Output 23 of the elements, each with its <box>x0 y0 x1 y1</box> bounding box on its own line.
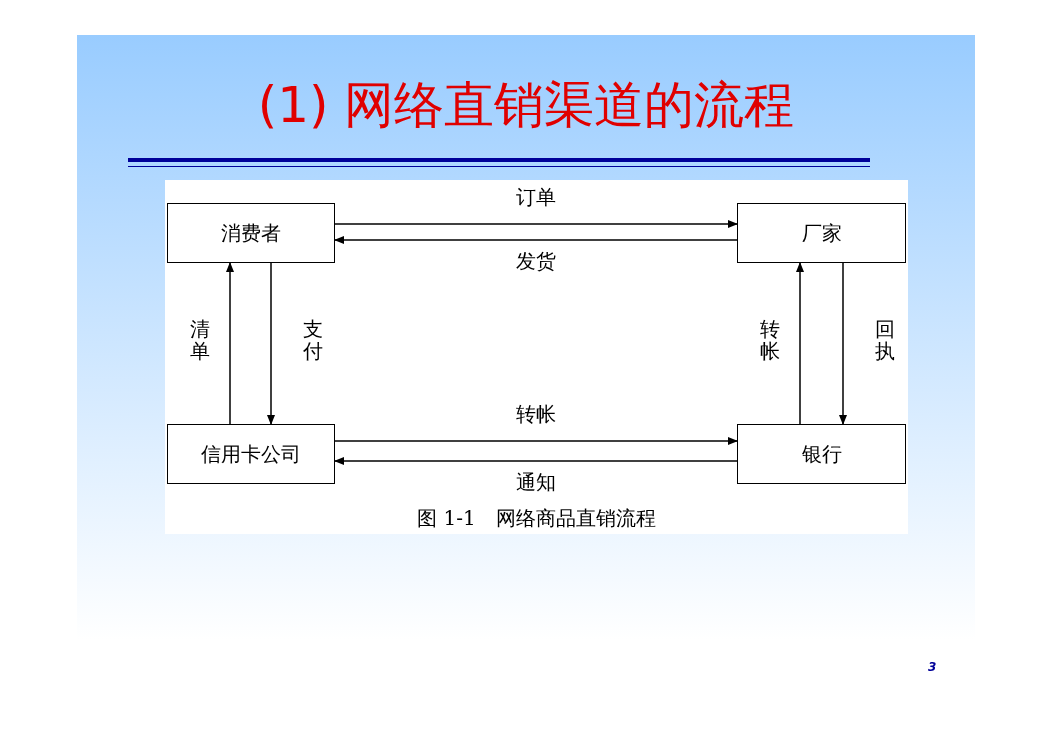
arrow <box>267 262 275 425</box>
edge-label: 发货 <box>516 250 556 272</box>
edge-label: 回执 <box>875 318 895 362</box>
slide-title: (1) 网络直销渠道的流程 <box>256 75 796 136</box>
arrow <box>796 262 804 425</box>
arrow <box>334 457 738 465</box>
arrow <box>839 262 847 425</box>
edge-label: 转帐 <box>760 318 780 362</box>
edge-label: 通知 <box>516 471 556 493</box>
figure-caption: 图 1-1 网络商品直销流程 <box>416 505 657 532</box>
process-box: 消费者 <box>167 203 335 263</box>
edge-label: 订单 <box>516 186 556 208</box>
edge-label: 支付 <box>303 318 323 362</box>
arrow <box>334 236 738 244</box>
process-box: 银行 <box>737 424 906 484</box>
page-number: 3 <box>928 660 937 674</box>
edge-label: 清单 <box>190 318 210 362</box>
process-box: 厂家 <box>737 203 906 263</box>
arrow <box>334 437 738 445</box>
arrow <box>334 220 738 228</box>
process-box: 信用卡公司 <box>167 424 335 484</box>
edge-label: 转帐 <box>516 403 556 425</box>
arrow <box>226 262 234 425</box>
